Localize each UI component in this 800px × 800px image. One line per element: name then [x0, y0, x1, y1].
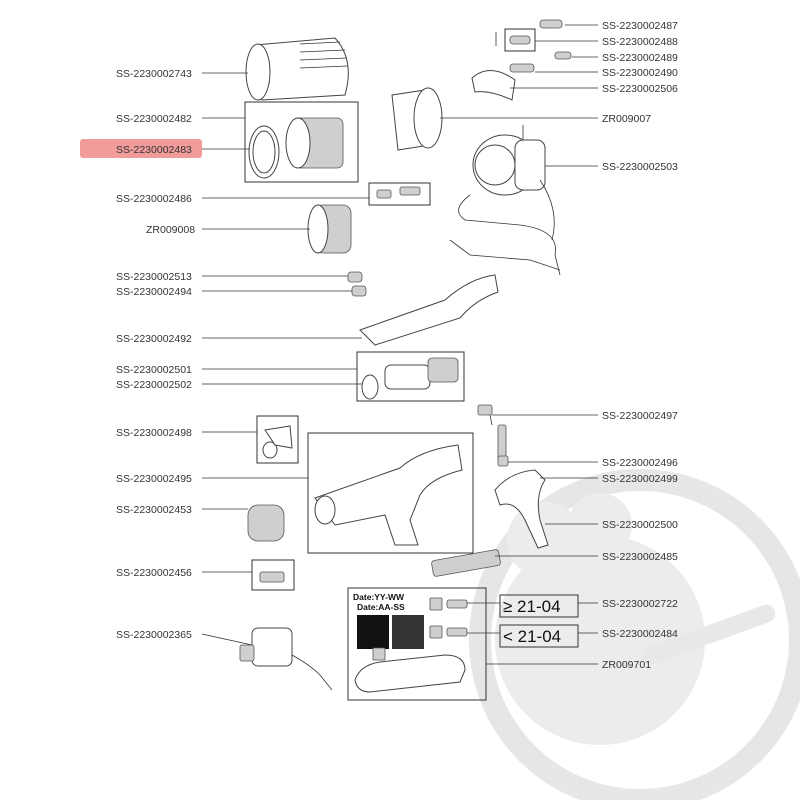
part-2497-2496: [477, 404, 509, 467]
label-2500[interactable]: SS-2230002500: [602, 519, 678, 531]
label-2453[interactable]: SS-2230002453: [116, 504, 192, 516]
part-2482-filter: [248, 117, 344, 179]
part-2501-box: [356, 351, 465, 402]
battery-icon-1: [429, 597, 443, 611]
label-2506[interactable]: SS-2230002506: [602, 83, 678, 95]
part-2495-box: [307, 432, 474, 554]
part-2501-tube: [361, 357, 459, 400]
label-2456[interactable]: SS-2230002456: [116, 567, 192, 579]
battery-pack: [354, 654, 466, 693]
label-2496[interactable]: SS-2230002496: [602, 457, 678, 469]
part-2513: [347, 271, 363, 283]
label-2497[interactable]: SS-2230002497: [602, 410, 678, 422]
part-2453-brush: [247, 504, 285, 542]
label-zr009007[interactable]: ZR009007: [602, 113, 651, 125]
label-2513[interactable]: SS-2230002513: [116, 271, 192, 283]
label-2499[interactable]: SS-2230002499: [602, 473, 678, 485]
part-2499-arm: [494, 469, 549, 549]
parts-top-right-small: [471, 19, 572, 101]
label-2487[interactable]: SS-2230002487: [602, 20, 678, 32]
part-2456-box: [251, 559, 295, 591]
part-2485-board: [431, 549, 501, 577]
part-2498-latch: [262, 425, 293, 459]
code-box-ge: [499, 594, 579, 618]
date-square-black: [357, 615, 389, 649]
watermark-logo: [469, 469, 800, 800]
label-2498[interactable]: SS-2230002498: [116, 427, 192, 439]
label-zr009701[interactable]: ZR009701: [602, 659, 651, 671]
date-line-2: Date:AA-SS: [357, 602, 405, 612]
code-box-lt: [499, 624, 579, 648]
battery-icon-2: [429, 625, 443, 639]
battery-group-box: [347, 587, 487, 701]
label-2489[interactable]: SS-2230002489: [602, 52, 678, 64]
highlight-bar: [80, 139, 202, 158]
part-2486-box: [368, 182, 431, 206]
label-2495[interactable]: SS-2230002495: [116, 473, 192, 485]
label-zr009008[interactable]: ZR009008: [146, 224, 195, 236]
part-2498-box: [256, 415, 299, 464]
label-2501[interactable]: SS-2230002501: [116, 364, 192, 376]
code-ge: ≥ 21-04: [503, 597, 561, 616]
leader-lines: [201, 24, 598, 665]
date-square-dark: [392, 615, 424, 649]
label-2490[interactable]: SS-2230002490: [602, 67, 678, 79]
label-2492[interactable]: SS-2230002492: [116, 333, 192, 345]
label-2483[interactable]: SS-2230002483: [116, 144, 192, 156]
label-2485[interactable]: SS-2230002485: [602, 551, 678, 563]
label-2503[interactable]: SS-2230002503: [602, 161, 678, 173]
label-2488[interactable]: SS-2230002488: [602, 36, 678, 48]
part-2494: [351, 285, 367, 297]
label-2743[interactable]: SS-2230002743: [116, 68, 192, 80]
code-lt: < 21-04: [503, 627, 561, 646]
label-2502[interactable]: SS-2230002502: [116, 379, 192, 391]
label-2365[interactable]: SS-2230002365: [116, 629, 192, 641]
label-2482[interactable]: SS-2230002482: [116, 113, 192, 125]
label-2486[interactable]: SS-2230002486: [116, 193, 192, 205]
part-2365-charger: [239, 627, 333, 691]
part-2482-box: [244, 101, 359, 183]
label-2484[interactable]: SS-2230002484: [602, 628, 678, 640]
part-zr009008-filter: [307, 204, 352, 254]
part-2492-handle: [359, 274, 499, 346]
part-2743-cover: [245, 37, 349, 101]
label-2722[interactable]: SS-2230002722: [602, 598, 678, 610]
battery-icon-3: [372, 647, 386, 661]
part-zr009007-tube: [391, 87, 443, 151]
part-2495-body: [314, 444, 463, 546]
label-2494[interactable]: SS-2230002494: [116, 286, 192, 298]
date-line-1: Date:YY-WW: [353, 592, 405, 602]
part-2503-motor: [449, 125, 561, 276]
